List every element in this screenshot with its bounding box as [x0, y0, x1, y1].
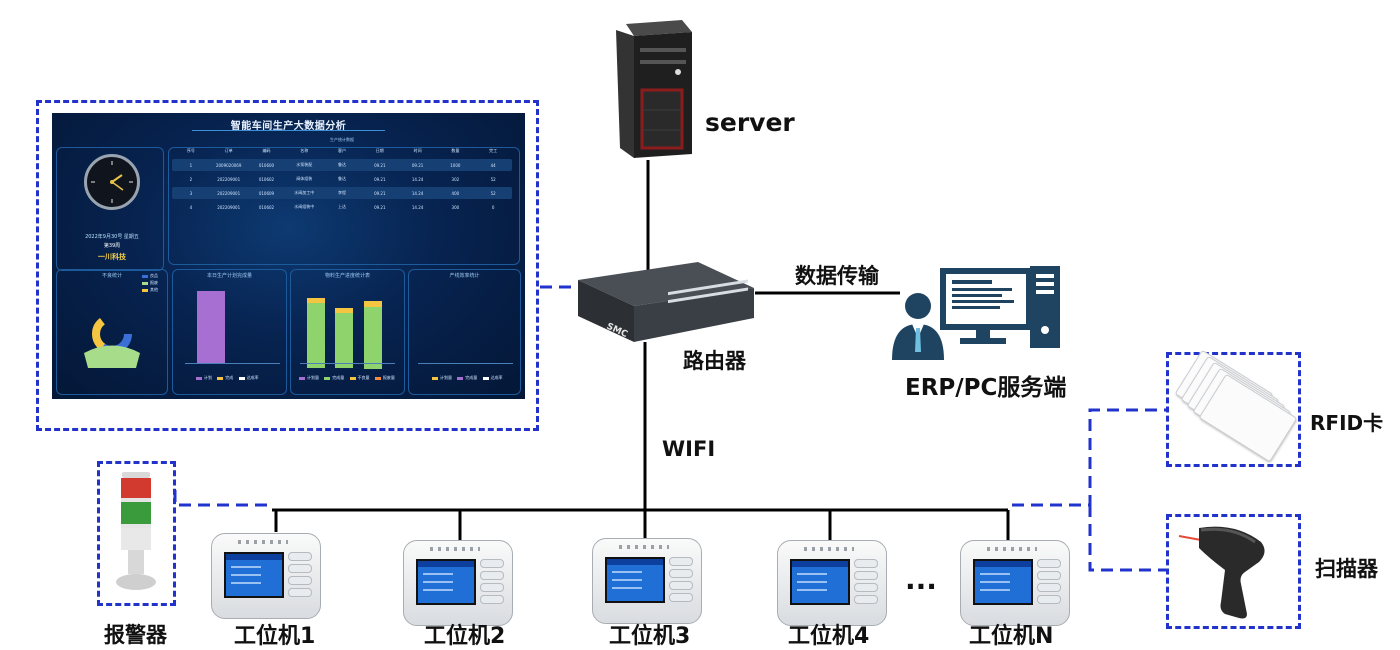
terminal-device-icon: [211, 533, 321, 619]
production-dashboard: 智能车间生产大数据分析 2022年9月30号 星期五 第39周 一川科技 生产统…: [52, 113, 525, 399]
scanner-link: [1088, 505, 1168, 572]
dashboard-week: 第39周: [103, 243, 121, 249]
alarm-label: 报警器: [104, 623, 167, 647]
pc-user-icon: [892, 266, 1060, 360]
rfid-frame: [1166, 352, 1301, 467]
alarm-link: [173, 490, 272, 507]
workstation-label: 工位机3: [609, 624, 691, 649]
dashboard-date: 2022年9月30号 星期五: [85, 234, 139, 240]
router-label: 路由器: [683, 349, 746, 373]
erp-label: ERP/PC服务端: [905, 375, 1067, 401]
dashboard-frame: [36, 100, 539, 431]
barcode-scanner-icon: [1178, 526, 1265, 619]
table-caption: 生产统计数据: [330, 137, 354, 142]
table-panel: [168, 147, 520, 265]
data-transfer-label: 数据传输: [795, 264, 879, 288]
defect-legend: 良品 报废 其他: [138, 272, 158, 293]
plan-legend: 计划 完成 达成率: [192, 375, 259, 381]
signal-tower-icon: [116, 472, 156, 590]
defect-panel: 不良统计: [56, 269, 168, 395]
scanner-frame: [1166, 514, 1301, 629]
scanner-label: 扫描器: [1315, 557, 1378, 581]
workstation-label: 工位机1: [234, 624, 316, 649]
network-switch-icon: SMC: [578, 262, 754, 342]
plan-bar: [197, 291, 225, 363]
clock-icon: [84, 154, 140, 210]
dashboard-company: 一川科技: [98, 253, 126, 261]
rfid-card-icon: [1174, 349, 1298, 463]
peripheral-link: [1012, 408, 1168, 507]
server-tower-icon: [616, 20, 692, 158]
dashboard-title: 智能车间生产大数据分析: [230, 121, 347, 132]
ellipsis-label: ...: [905, 563, 937, 596]
table-header: 序号订单编码名称客户日期时间数量完工: [186, 148, 498, 153]
daily-plan-panel: 本日生产计划完成量: [172, 269, 287, 395]
alarm-frame: [97, 461, 176, 606]
material-legend: 计划量 完成量 不良量 报废量: [295, 375, 395, 381]
server-label: server: [705, 108, 795, 137]
terminal-device-icon: [592, 538, 702, 624]
terminal-device-icon: [403, 540, 513, 626]
workstation-label: 工位机N: [969, 624, 1054, 649]
material-bar: [364, 301, 382, 369]
terminal-device-icon: [777, 540, 887, 626]
rfid-label: RFID卡: [1310, 411, 1384, 435]
clock-panel: [56, 147, 164, 271]
line-efficiency-panel: 产线效率统计: [408, 269, 521, 395]
material-bar: [307, 298, 325, 368]
efficiency-legend: 计划量 完成量 达成率: [428, 375, 503, 381]
terminal-device-icon: [960, 540, 1070, 626]
workstation-label: 工位机2: [424, 624, 506, 649]
material-bar: [335, 308, 353, 368]
workstation-label: 工位机4: [788, 624, 870, 649]
defect-donut: [84, 314, 140, 368]
material-progress-panel: 物料生产进度统计表: [290, 269, 405, 395]
wifi-label: WIFI: [662, 437, 716, 461]
